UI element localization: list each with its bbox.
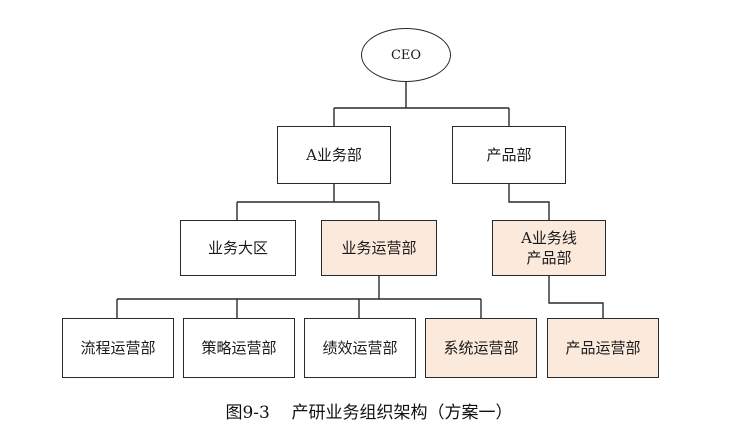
node-product: 产品部 bbox=[452, 126, 566, 184]
node-performance-ops: 绩效运营部 bbox=[304, 318, 416, 378]
figure-caption: 图9-3 产研业务组织架构（方案一） bbox=[0, 398, 738, 423]
node-a-business: A业务部 bbox=[277, 126, 391, 184]
node-strategy-ops: 策略运营部 bbox=[183, 318, 295, 378]
node-system-ops: 系统运营部 bbox=[425, 318, 537, 378]
node-a-product-line-line2: 产品部 bbox=[526, 249, 572, 267]
node-process-ops: 流程运营部 bbox=[62, 318, 174, 378]
connector-product-line bbox=[548, 276, 604, 318]
node-a-product-line-line1: A业务线 bbox=[521, 229, 577, 247]
node-a-product-line: A业务线 产品部 bbox=[492, 220, 606, 276]
caption-title: 产研业务组织架构（方案一） bbox=[291, 403, 513, 423]
node-business-region: 业务大区 bbox=[180, 220, 296, 276]
connector-product bbox=[508, 184, 550, 220]
node-business-ops: 业务运营部 bbox=[321, 220, 437, 276]
node-ceo: CEO bbox=[361, 28, 451, 82]
caption-figure-number: 图9-3 bbox=[225, 403, 270, 423]
node-product-ops: 产品运营部 bbox=[547, 318, 659, 378]
